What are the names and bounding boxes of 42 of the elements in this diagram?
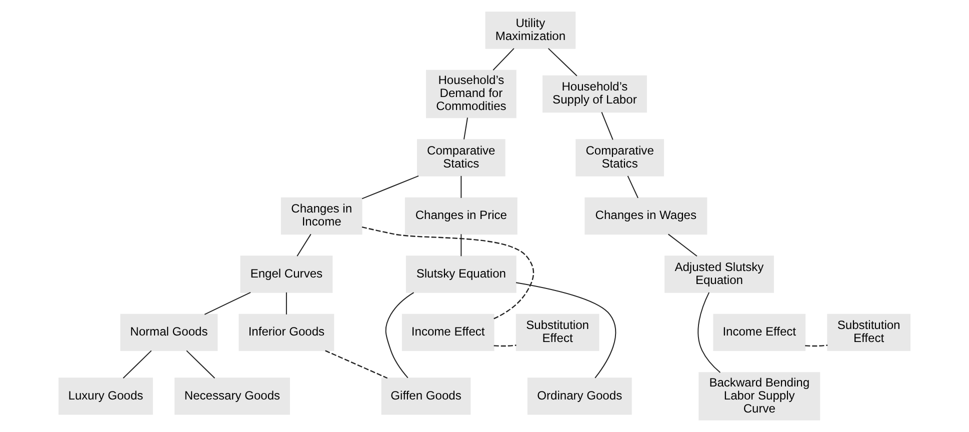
node-box: Income Effect: [402, 314, 494, 352]
node-box: Slutsky Equation: [406, 256, 516, 293]
node-box: Income Effect: [713, 314, 806, 352]
node-box: Backward Bending Labor Supply Curve: [698, 372, 820, 420]
connector: [805, 344, 828, 347]
connector: [122, 350, 152, 378]
connector: [385, 292, 414, 378]
node-box: Changes in Price: [404, 197, 518, 235]
connector: [362, 226, 534, 320]
connector: [186, 350, 216, 378]
node-box: Necessary Goods: [174, 378, 290, 415]
connector: [204, 292, 251, 315]
node-box: Household’s Supply of Labor: [542, 75, 647, 113]
node-box: Luxury Goods: [58, 378, 153, 415]
node-box: Changes in Wages: [584, 197, 708, 235]
connector: [492, 48, 514, 70]
connector: [627, 176, 638, 198]
connector: [362, 175, 419, 200]
node-box: Changes in Income: [280, 197, 362, 235]
connector: [286, 292, 287, 314]
node-box: Giffen Goods: [381, 378, 471, 415]
connector: [494, 344, 516, 347]
connector: [460, 234, 462, 256]
node-box: Inferior Goods: [238, 314, 334, 352]
node-box: Engel Curves: [240, 256, 333, 293]
node-box: Comparative Statics: [576, 139, 664, 176]
connector: [325, 350, 388, 379]
node-box: Substitution Effect: [827, 314, 910, 352]
connector: [601, 112, 614, 140]
node-box: Household’s Demand for Commodities: [426, 70, 516, 118]
connector: [698, 292, 721, 373]
node-box: Substitution Effect: [516, 314, 600, 352]
connector: [460, 176, 462, 198]
node-box: Adjusted Slutsky Equation: [664, 256, 774, 293]
connector: [296, 234, 312, 256]
connector: [463, 118, 468, 140]
connector: [548, 48, 578, 76]
connector: [668, 234, 698, 257]
node-box: Normal Goods: [120, 314, 218, 352]
node-box: Ordinary Goods: [527, 378, 632, 415]
node-box: Utility Maximization: [485, 12, 576, 49]
node-box: Comparative Statics: [416, 139, 506, 176]
